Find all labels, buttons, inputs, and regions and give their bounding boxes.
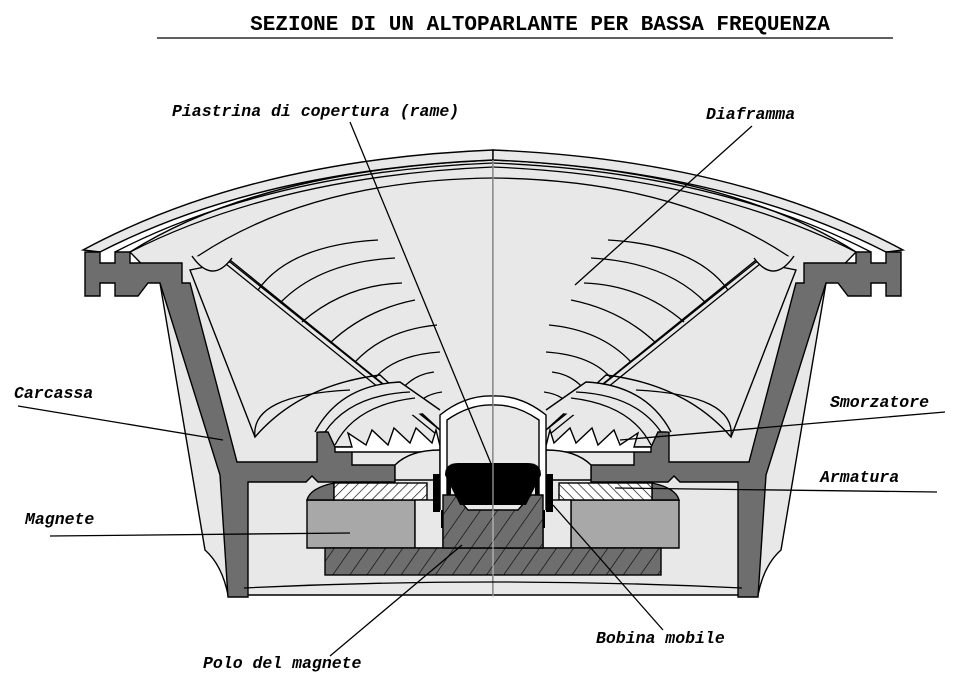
label-bobina: Bobina mobile [596, 629, 725, 648]
magnet [306, 499, 416, 549]
speaker-half-left [80, 149, 494, 598]
label-carcassa: Carcassa [14, 384, 93, 403]
label-polo: Polo del magnete [203, 654, 362, 673]
label-smorzatore: Smorzatore [830, 393, 929, 412]
armature-plate [333, 482, 428, 501]
cone-inner-area [189, 261, 441, 439]
label-piastrina: Piastrina di copertura (rame) [172, 102, 459, 121]
label-magnete: Magnete [24, 510, 94, 529]
label-diaframma: Diaframma [706, 105, 795, 124]
voice-coil [433, 474, 440, 512]
diagram-title: SEZIONE DI UN ALTOPARLANTE PER BASSA FRE… [250, 14, 830, 37]
label-armatura: Armatura [819, 468, 899, 487]
